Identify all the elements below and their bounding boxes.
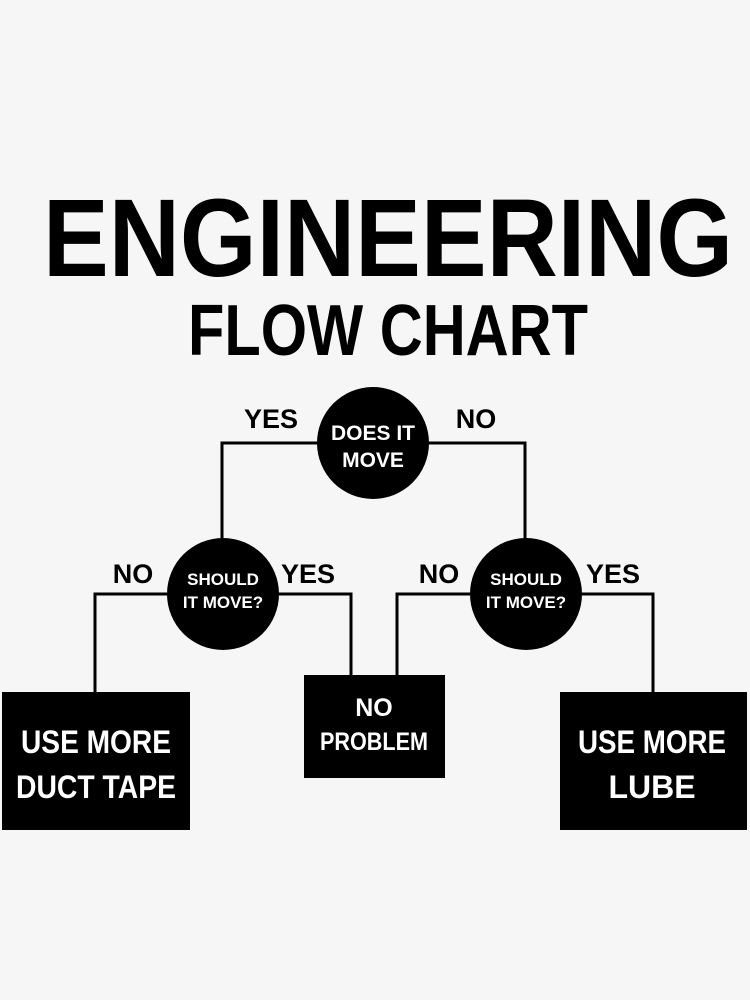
edge-root-yes: [220, 441, 318, 540]
decision-should-it-move-left: SHOULD IT MOVE?: [167, 538, 279, 650]
decision-circle: [470, 538, 582, 650]
chart-title: ENGINEERING: [43, 177, 733, 300]
decision-does-it-move: DOES IT MOVE: [317, 387, 429, 499]
edge-label-root-no: NO: [456, 404, 497, 434]
outcome-box: [2, 692, 190, 830]
decision-circle: [167, 538, 279, 650]
edge-label-left-yes: YES: [281, 559, 335, 589]
edge-left-no: [93, 592, 168, 692]
decision-text-line1: SHOULD: [187, 570, 259, 589]
edge-right-no: [395, 592, 471, 675]
outcome-text-line2: PROBLEM: [320, 728, 428, 756]
outcome-box: [560, 692, 747, 830]
decision-text-line2: IT MOVE?: [183, 593, 263, 612]
chart-subtitle: FLOW CHART: [188, 291, 588, 371]
edge-root-no: [429, 441, 527, 540]
decision-circle: [317, 387, 429, 499]
outcome-use-more-lube: USE MORE LUBE: [560, 692, 747, 830]
outcome-text-line2: LUBE: [608, 769, 695, 805]
outcome-use-more-duct-tape: USE MORE DUCT TAPE: [2, 692, 190, 830]
decision-text-line1: DOES IT: [331, 422, 415, 445]
outcome-text-line1: USE MORE: [578, 724, 726, 760]
decision-text-line2: IT MOVE?: [486, 593, 566, 612]
decision-text-line2: MOVE: [342, 449, 404, 472]
edge-label-root-yes: YES: [244, 404, 298, 434]
decision-text-line1: SHOULD: [490, 570, 562, 589]
outcome-no-problem: NO PROBLEM: [304, 675, 445, 778]
outcome-text-line1: USE MORE: [21, 724, 171, 760]
connectors: [93, 441, 655, 692]
outcome-text-line1: NO: [355, 694, 393, 722]
edge-left-yes: [277, 592, 353, 675]
edge-right-yes: [580, 592, 655, 692]
edge-label-right-no: NO: [419, 559, 460, 589]
decision-should-it-move-right: SHOULD IT MOVE?: [470, 538, 582, 650]
outcome-box: [304, 675, 445, 778]
outcome-text-line2: DUCT TAPE: [16, 769, 176, 805]
edge-label-right-yes: YES: [586, 559, 640, 589]
edge-label-left-no: NO: [113, 559, 154, 589]
